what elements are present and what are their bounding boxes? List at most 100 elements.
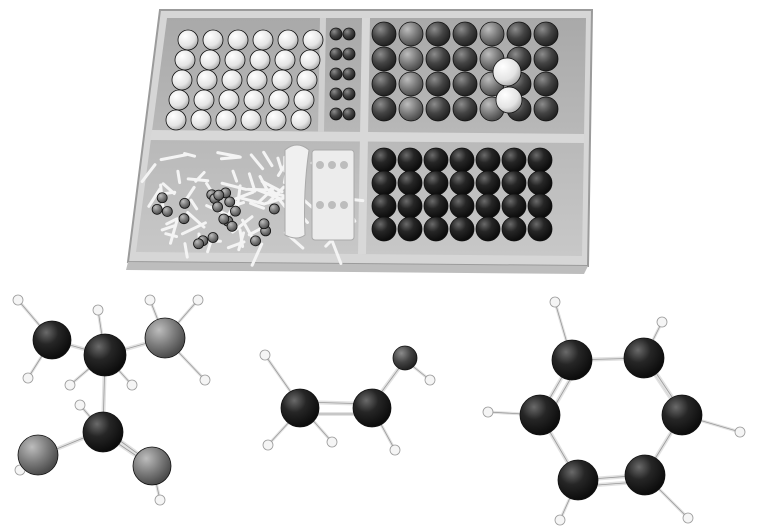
white-atom-ball xyxy=(271,69,293,91)
white-atom-ball xyxy=(224,49,246,71)
gray-atom-ball xyxy=(398,46,424,72)
small-dark-atom-ball xyxy=(342,107,356,121)
connector-sprue xyxy=(311,149,355,241)
gray-atom-ball xyxy=(452,96,478,122)
bond-connector xyxy=(216,151,241,159)
small-dark-atom-ball xyxy=(342,67,356,81)
hydrogen-atom xyxy=(682,512,694,524)
gray-atom-ball xyxy=(533,21,559,47)
gray-atom-ball xyxy=(371,21,397,47)
white-atom-ball xyxy=(196,69,218,91)
gray-atom-ball xyxy=(425,96,451,122)
white-atom-ball xyxy=(227,29,249,51)
small-dark-atom-ball xyxy=(329,27,343,41)
black-carbon-ball xyxy=(423,147,449,173)
bond-connector xyxy=(140,163,157,184)
vinyl-molecule xyxy=(259,345,436,456)
small-dark-atom-ball xyxy=(329,87,343,101)
small-gray-ball xyxy=(207,232,219,243)
gray-atom-ball xyxy=(425,46,451,72)
carbon-atom xyxy=(624,454,666,496)
bond-connector xyxy=(220,181,248,191)
hydrogen-atom xyxy=(389,444,401,456)
black-carbon-ball xyxy=(371,147,397,173)
black-carbon-ball xyxy=(501,193,527,219)
small-gray-ball xyxy=(213,189,225,201)
oxygen-atom xyxy=(132,446,172,486)
bond-connector xyxy=(183,242,189,259)
carbon-atom xyxy=(661,394,703,436)
bond-connector xyxy=(169,217,179,245)
gray-atom-ball xyxy=(425,71,451,97)
hydrogen-atom xyxy=(326,436,338,448)
small-dark-atom-ball xyxy=(329,47,343,61)
hydrogen-atom xyxy=(22,372,34,384)
hydrogen-atom xyxy=(734,426,746,438)
gray-atom-ball xyxy=(398,96,424,122)
large-white-atom-ball xyxy=(495,86,523,114)
white-atom-ball xyxy=(221,69,243,91)
small-gray-ball xyxy=(268,203,280,215)
small-dark-atom-ball xyxy=(329,107,343,121)
carbon-atom xyxy=(83,333,127,377)
small-gray-ball xyxy=(178,213,190,225)
white-atom-ball xyxy=(177,29,199,51)
black-carbon-ball xyxy=(371,193,397,219)
gray-atom-ball xyxy=(452,46,478,72)
white-atom-ball xyxy=(168,89,190,111)
hydrogen-atom xyxy=(424,374,436,386)
carbon-atom xyxy=(623,337,665,379)
white-atom-ball xyxy=(302,29,324,51)
carbon-atom xyxy=(557,459,599,501)
bond-connector xyxy=(276,156,283,171)
black-carbon-ball xyxy=(449,147,475,173)
white-atom-ball xyxy=(218,89,240,111)
carbon-atom xyxy=(352,388,392,428)
small-gray-ball xyxy=(230,205,241,217)
bond-connector xyxy=(230,201,246,208)
bond-connector xyxy=(260,179,284,194)
white-atom-ball xyxy=(215,109,237,131)
white-atom-ball xyxy=(171,69,193,91)
dark-gray-atom xyxy=(392,345,418,371)
black-carbon-ball xyxy=(397,216,423,242)
small-gray-ball xyxy=(161,206,173,217)
black-carbon-ball xyxy=(371,170,397,196)
small-gray-ball xyxy=(193,238,204,250)
white-atom-ball xyxy=(240,109,262,131)
gray-atom-ball xyxy=(371,71,397,97)
bond-connector xyxy=(250,242,264,267)
sprue-node xyxy=(340,201,348,209)
sprue-node xyxy=(328,161,336,169)
bond-connector xyxy=(237,231,246,252)
black-carbon-ball xyxy=(501,216,527,242)
bond-connector xyxy=(160,223,178,232)
carbon-atom xyxy=(82,411,124,453)
oxygen-atom xyxy=(17,434,59,476)
small-gray-ball xyxy=(179,198,191,209)
sprue-node xyxy=(316,161,324,169)
black-carbon-ball xyxy=(423,216,449,242)
bond-connector xyxy=(262,150,274,168)
black-carbon-ball xyxy=(475,170,501,196)
hydrogen-atom xyxy=(482,406,494,418)
molecular-model-kit-box xyxy=(126,9,594,274)
white-atom-ball xyxy=(249,49,271,71)
molecule-models xyxy=(12,294,746,526)
black-carbon-ball xyxy=(527,216,553,242)
bond-connector xyxy=(161,182,176,196)
white-atom-ball xyxy=(290,109,312,131)
black-carbon-ball xyxy=(475,193,501,219)
black-carbon-ball xyxy=(527,170,553,196)
branched-chain-molecule xyxy=(12,294,211,506)
black-carbon-ball xyxy=(527,193,553,219)
hydrogen-atom xyxy=(92,304,104,316)
bond-connector xyxy=(189,198,199,211)
gray-atom-ball xyxy=(398,21,424,47)
bond-connector xyxy=(186,210,206,229)
black-carbon-ball xyxy=(449,216,475,242)
white-atom-ball xyxy=(246,69,268,91)
small-gray-ball xyxy=(226,220,238,232)
bond-connector xyxy=(231,190,255,202)
bond-connector xyxy=(266,185,286,205)
